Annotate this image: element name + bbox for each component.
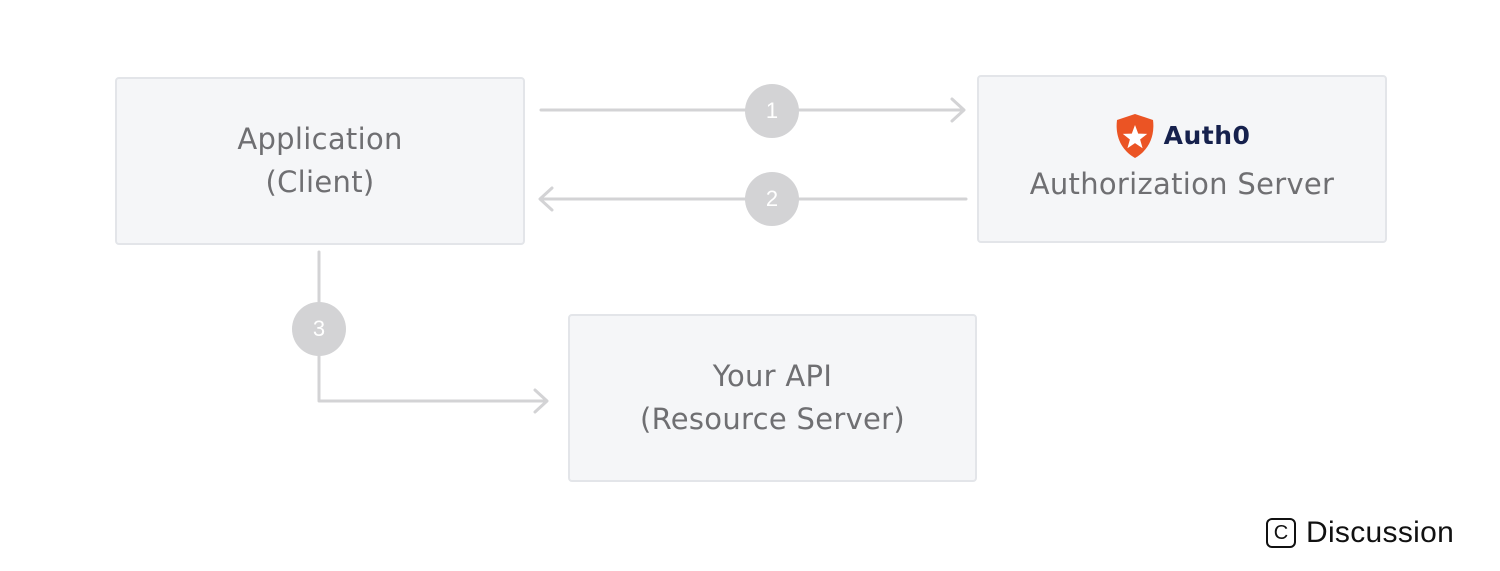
discussion-c-icon: C xyxy=(1266,518,1296,548)
arrow-3-line xyxy=(317,250,548,403)
auth0-logo: Auth0 xyxy=(1114,113,1251,159)
api-title: Your API xyxy=(712,359,833,393)
application-client-box: Application (Client) xyxy=(115,77,525,245)
resource-server-box: Your API (Resource Server) xyxy=(568,314,977,482)
authorization-server-box: Auth0 Authorization Server xyxy=(977,75,1387,243)
arrow-3-head xyxy=(533,388,549,414)
application-subtitle: (Client) xyxy=(265,165,375,199)
auth0-brand-text: Auth0 xyxy=(1163,121,1251,150)
api-subtitle: (Resource Server) xyxy=(639,402,906,436)
arrow-1-head xyxy=(950,97,966,123)
discussion-watermark: C Discussion xyxy=(1266,516,1454,550)
authorization-server-title: Authorization Server xyxy=(1029,166,1335,201)
step-2-marker: 2 xyxy=(745,172,799,226)
application-title: Application xyxy=(237,122,403,156)
auth0-shield-star-icon xyxy=(1116,113,1153,158)
arrow-2-head xyxy=(538,186,554,212)
discussion-label: Discussion xyxy=(1306,516,1455,549)
step-3-marker: 3 xyxy=(292,302,346,356)
step-1-marker: 1 xyxy=(745,84,799,138)
